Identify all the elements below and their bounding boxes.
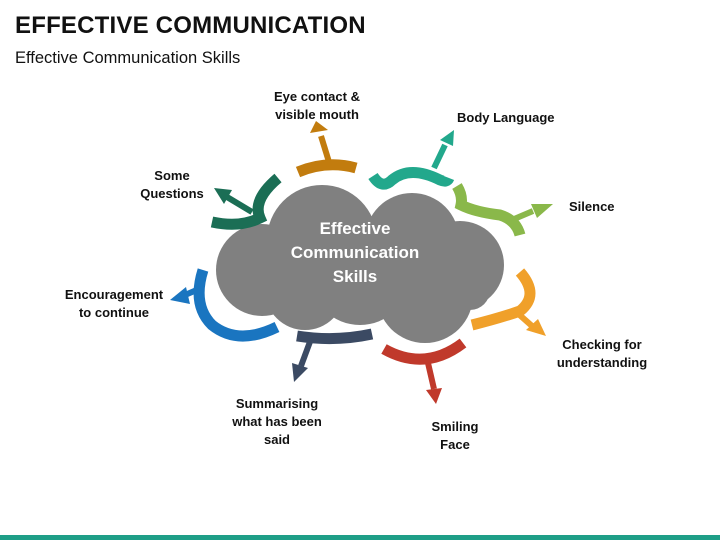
summarising-arrow-head bbox=[292, 363, 308, 382]
smiling-face-arrow-head bbox=[426, 388, 442, 404]
item-checking: Checking for understanding bbox=[470, 268, 647, 370]
item-encouragement: Encouragement to continue bbox=[65, 268, 280, 342]
encouragement-label-line-2: to continue bbox=[79, 305, 149, 320]
eye-contact-arc bbox=[295, 159, 358, 178]
center-label-line-3: Skills bbox=[333, 267, 377, 286]
smiling-face-label-line-1: Smiling bbox=[432, 419, 479, 434]
encouragement-label-line-1: Encouragement bbox=[65, 287, 164, 302]
center-cloud bbox=[216, 185, 504, 343]
footer-bar bbox=[0, 535, 720, 540]
center-label-line-1: Effective bbox=[320, 219, 391, 238]
some-questions-label-line-2: Questions bbox=[140, 186, 204, 201]
silence-label: Silence bbox=[569, 199, 615, 214]
slide-subtitle: Effective Communication Skills bbox=[15, 49, 241, 67]
item-smiling-face: Smiling Face bbox=[381, 338, 479, 452]
slide-title: EFFECTIVE COMMUNICATION bbox=[15, 12, 366, 39]
center-label-line-2: Communication bbox=[291, 243, 419, 262]
checking-label-line-1: Checking for bbox=[562, 337, 641, 352]
body-language-label: Body Language bbox=[457, 110, 555, 125]
item-summarising: Summarising what has been said bbox=[231, 328, 374, 447]
smiling-face-arc bbox=[381, 338, 467, 365]
summarising-label-line-3: said bbox=[264, 432, 290, 447]
checking-label-line-2: understanding bbox=[557, 355, 647, 370]
body-language-arrow-head bbox=[440, 130, 454, 146]
some-questions-arc bbox=[210, 173, 282, 230]
smiling-face-label-line-2: Face bbox=[440, 437, 470, 452]
checking-arrow-head bbox=[526, 319, 546, 336]
item-body-language: Body Language bbox=[368, 110, 555, 190]
item-silence: Silence bbox=[452, 183, 615, 237]
eye-contact-label-line-1: Eye contact & bbox=[274, 89, 360, 104]
eye-contact-arrow-head bbox=[310, 121, 328, 133]
some-questions-label-line-1: Some bbox=[154, 168, 189, 183]
eye-contact-label-line-2: visible mouth bbox=[275, 107, 359, 122]
silence-arrow-head bbox=[531, 204, 553, 218]
item-some-questions: Some Questions bbox=[140, 168, 282, 230]
some-questions-arrow-head bbox=[214, 188, 232, 204]
summarising-label-line-1: Summarising bbox=[236, 396, 318, 411]
checking-arc bbox=[470, 268, 536, 331]
summarising-arc bbox=[296, 328, 374, 345]
encouragement-arrow-head bbox=[170, 287, 190, 304]
body-language-arc bbox=[368, 167, 455, 190]
summarising-label-line-2: what has been bbox=[231, 414, 322, 429]
item-eye-contact: Eye contact & visible mouth bbox=[274, 89, 360, 178]
